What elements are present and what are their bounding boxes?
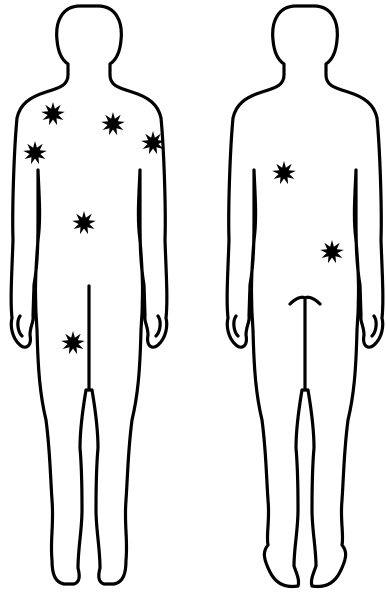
front-marker-left-thigh [61,331,85,354]
front-marker-upper-chest-right [101,112,125,135]
back-body-figure [227,6,383,586]
front-marker-abdomen [72,211,96,234]
back-marker-lower-back-right [320,240,344,263]
front-marker-left-upper-arm [23,141,47,164]
front-left-hand-detail [18,316,22,336]
back-left-hand-detail [234,316,238,336]
front-marker-left-shoulder [41,102,65,125]
lesion-markers [23,102,344,354]
front-right-hand-detail [156,316,160,336]
back-marker-upper-back-left [272,161,296,184]
back-right-hand-detail [372,316,376,336]
front-body-figure [11,6,167,584]
